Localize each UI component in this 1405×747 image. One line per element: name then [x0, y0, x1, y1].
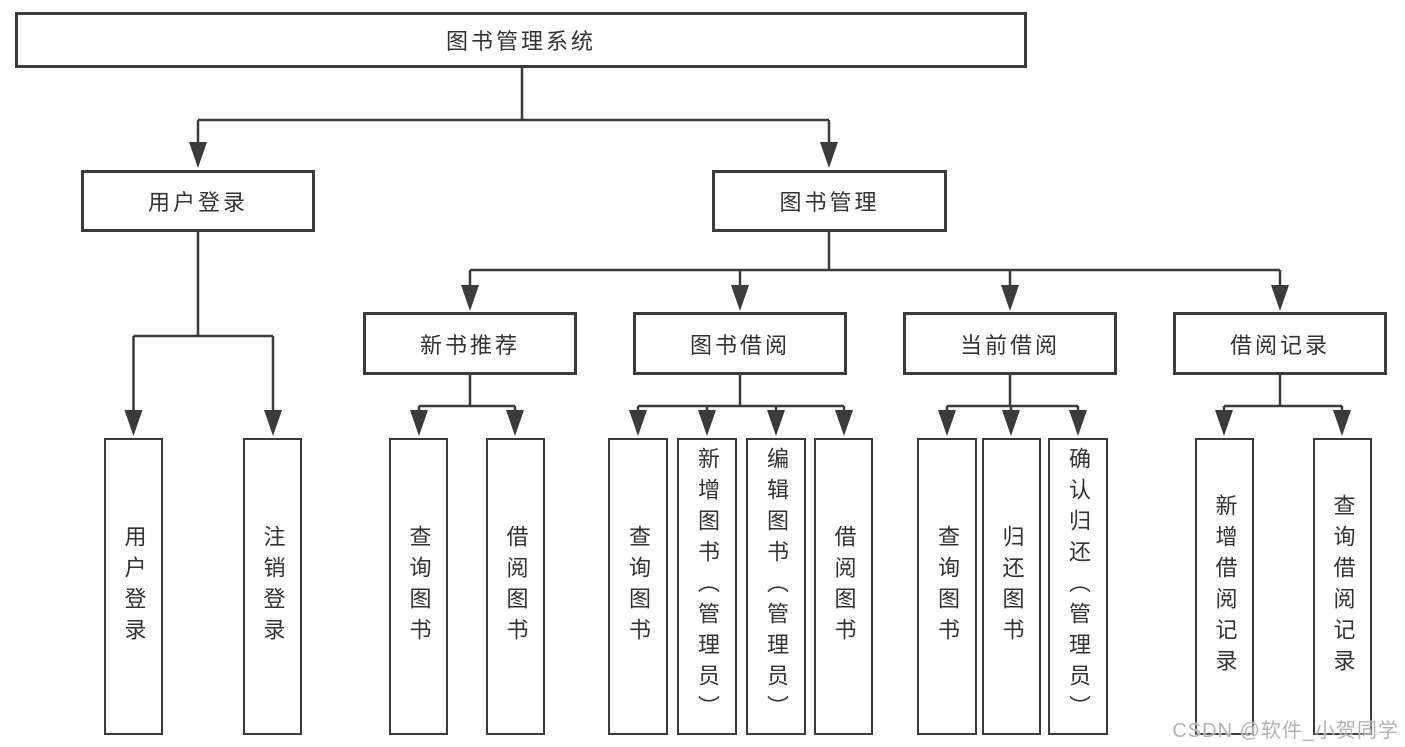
leaf-query-borrow-record: 查询借阅记录 [1313, 438, 1372, 735]
node-new-book-recommendation: 新书推荐 [363, 312, 577, 375]
leaf-borrow-books-borrowing: 借阅图书 [814, 438, 873, 735]
leaf-label: 借阅图书 [503, 524, 529, 649]
leaf-label: 查询图书 [626, 524, 651, 649]
node-user-login: 用户登录 [81, 170, 315, 232]
leaf-confirm-return-admin: 确认归还（管理员） [1048, 438, 1108, 735]
leaf-label: 归还图书 [999, 524, 1025, 649]
node-book-borrowing: 图书借阅 [633, 312, 847, 375]
node-borrowing-records: 借阅记录 [1173, 312, 1387, 375]
node-book-management: 图书管理 [712, 170, 947, 232]
node-label: 新书推荐 [419, 332, 520, 358]
leaf-label: 用户登录 [121, 524, 147, 649]
node-current-borrowing: 当前借阅 [903, 312, 1117, 375]
leaf-add-books-admin: 新增图书（管理员） [677, 438, 737, 735]
node-label: 当前借阅 [959, 332, 1060, 358]
leaf-label: 查询图书 [406, 524, 432, 649]
leaf-query-books-borrowing: 查询图书 [608, 438, 668, 735]
leaf-borrow-books-recommend: 借阅图书 [486, 438, 545, 735]
leaf-label: 借阅图书 [831, 524, 857, 649]
connector-paths [132, 68, 1344, 414]
leaf-add-borrow-record: 新增借阅记录 [1195, 438, 1254, 735]
leaf-return-books: 归还图书 [982, 438, 1041, 735]
node-label: 图书管理 [779, 190, 880, 215]
leaf-label: 新增图书（管理员） [695, 447, 720, 726]
leaf-query-books-recommend: 查询图书 [389, 438, 448, 735]
leaf-user-login: 用户登录 [104, 438, 163, 735]
leaf-label: 查询借阅记录 [1330, 493, 1356, 680]
leaf-label: 编辑图书（管理员） [764, 447, 789, 726]
leaf-label: 查询图书 [935, 524, 960, 649]
arrowhead-icons [124, 142, 1351, 436]
leaf-label: 新增借阅记录 [1212, 493, 1238, 680]
leaf-label: 确认归还（管理员） [1066, 447, 1091, 726]
node-label: 借阅记录 [1229, 332, 1330, 358]
leaf-query-books-current: 查询图书 [917, 438, 977, 735]
leaf-label: 注销登录 [260, 524, 286, 649]
node-label: 图书管理系统 [445, 29, 596, 54]
leaf-edit-books-admin: 编辑图书（管理员） [746, 438, 806, 735]
node-label: 图书借阅 [689, 332, 790, 358]
node-library-management-system: 图书管理系统 [15, 12, 1027, 68]
leaf-logout: 注销登录 [243, 438, 302, 735]
node-label: 用户登录 [147, 190, 248, 215]
watermark-text: CSDN @软件_小贺同学 [1172, 720, 1399, 742]
